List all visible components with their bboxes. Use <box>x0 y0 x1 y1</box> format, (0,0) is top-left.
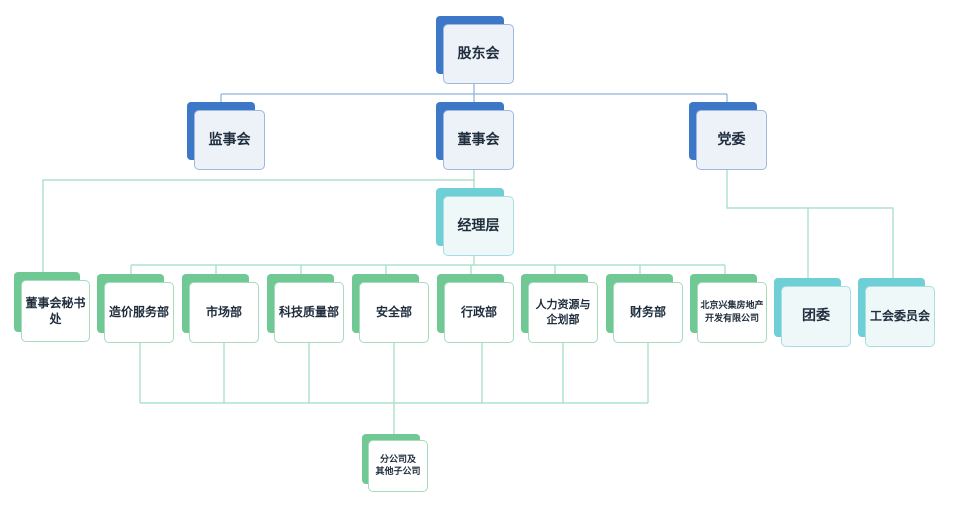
node-youth-league[interactable]: 团委 <box>774 278 851 347</box>
node-hr-planning[interactable]: 人力资源与 企划部 <box>521 274 598 343</box>
node-real-estate[interactable]: 北京兴集房地产 开发有限公司 <box>690 274 767 343</box>
node-party[interactable]: 党委 <box>689 102 767 170</box>
connector-departments-to-subsidiaries <box>139 341 649 436</box>
label-labor-union: 工会委员会 <box>869 309 930 324</box>
node-subsidiaries[interactable]: 分公司及 其他子公司 <box>362 434 428 492</box>
node-supervisors[interactable]: 监事会 <box>187 102 265 170</box>
label-real-estate: 北京兴集房地产 开发有限公司 <box>700 301 764 324</box>
label-subsidiaries: 分公司及 其他子公司 <box>375 454 421 477</box>
connector-board-to-secretariat <box>42 179 474 272</box>
label-board-secretariat: 董事会秘书处 <box>25 295 86 326</box>
node-management[interactable]: 经理层 <box>436 188 514 256</box>
label-market: 市场部 <box>205 305 242 320</box>
connector-party-to-orgs <box>726 169 894 278</box>
node-labor-union[interactable]: 工会委员会 <box>858 278 935 347</box>
node-admin[interactable]: 行政部 <box>437 274 514 343</box>
node-board[interactable]: 董事会 <box>436 102 514 170</box>
label-supervisors: 监事会 <box>208 131 251 148</box>
node-safety[interactable]: 安全部 <box>352 274 429 343</box>
label-admin: 行政部 <box>460 305 497 320</box>
connector-management-to-departments <box>130 255 726 275</box>
label-finance: 财务部 <box>629 305 666 320</box>
node-board-secretariat[interactable]: 董事会秘书处 <box>14 272 90 342</box>
node-shareholders[interactable]: 股东会 <box>436 16 514 84</box>
label-management: 经理层 <box>457 217 500 234</box>
label-youth-league: 团委 <box>802 308 830 325</box>
node-finance[interactable]: 财务部 <box>606 274 683 343</box>
node-cost-service[interactable]: 造价服务部 <box>97 274 174 343</box>
label-safety: 安全部 <box>375 305 412 320</box>
label-party: 党委 <box>717 131 746 148</box>
label-shareholders: 股东会 <box>457 45 500 62</box>
node-tech-quality[interactable]: 科技质量部 <box>267 274 344 343</box>
connector-shareholders-to-level2 <box>220 83 728 104</box>
label-board: 董事会 <box>457 131 500 148</box>
label-tech-quality: 科技质量部 <box>278 305 339 320</box>
label-hr-planning: 人力资源与 企划部 <box>535 297 591 326</box>
label-cost-service: 造价服务部 <box>108 305 169 320</box>
node-market[interactable]: 市场部 <box>182 274 259 343</box>
